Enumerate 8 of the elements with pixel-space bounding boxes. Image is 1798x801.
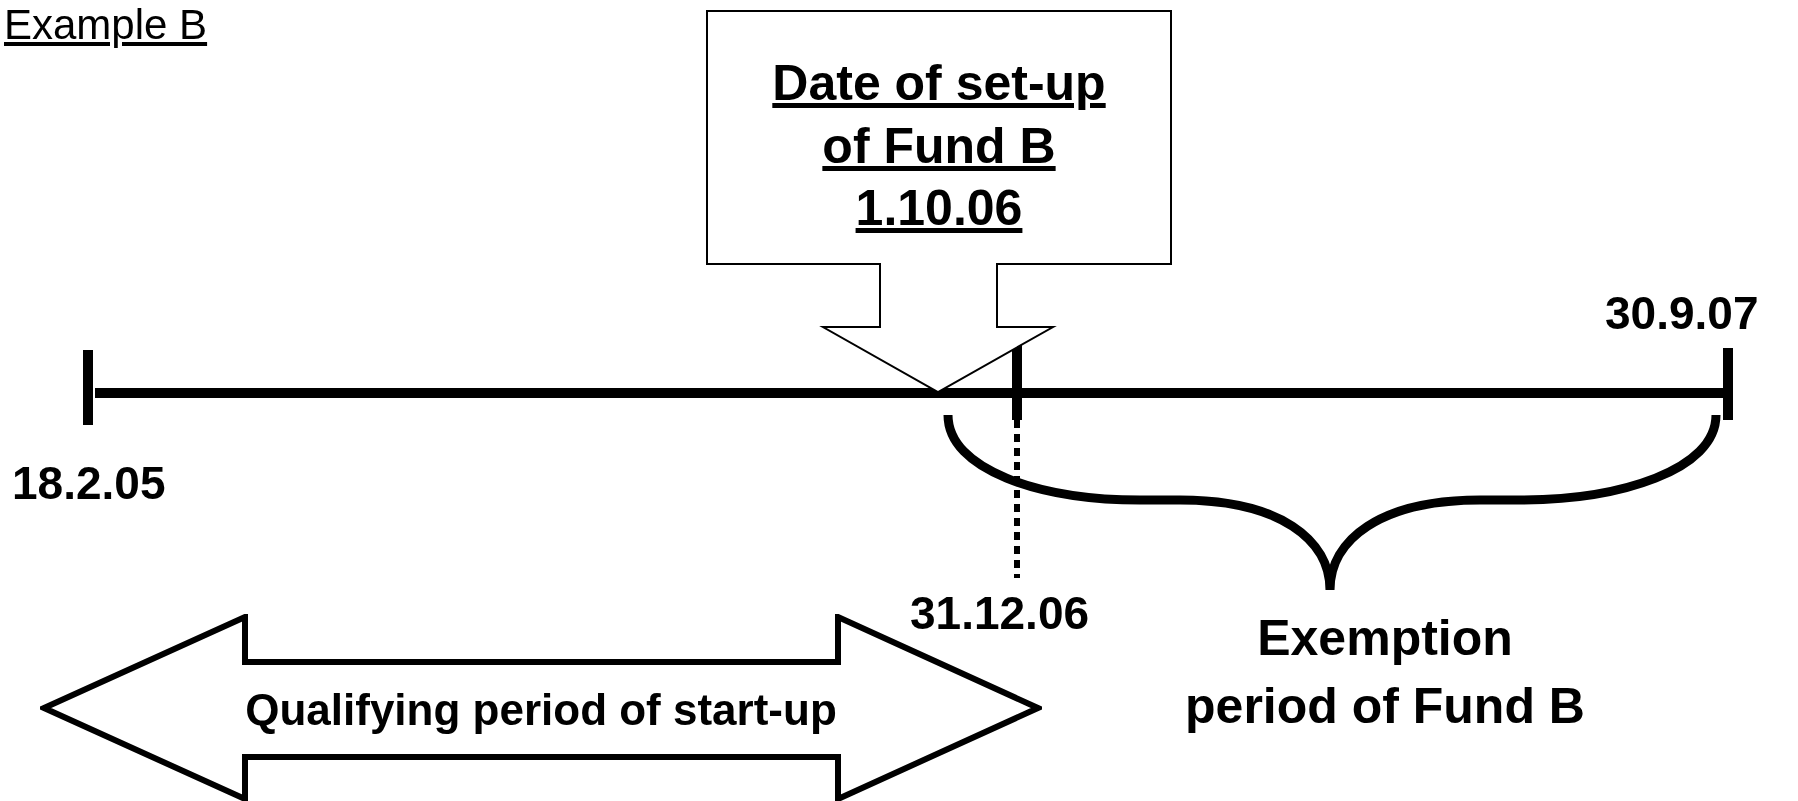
diagram-title: Example B	[4, 2, 208, 49]
date-label: 1.10.06	[854, 179, 1024, 239]
callout-heading: Date of set-up of Fund B	[771, 54, 1107, 176]
date-label: 31.12.06	[910, 588, 1090, 639]
date-label: 18.2.05	[12, 458, 166, 509]
period-label: Qualifying period of start-up	[244, 684, 838, 736]
date-label: 30.9.07	[1605, 288, 1759, 339]
period-label: Exemption period of Fund B	[1184, 609, 1586, 736]
